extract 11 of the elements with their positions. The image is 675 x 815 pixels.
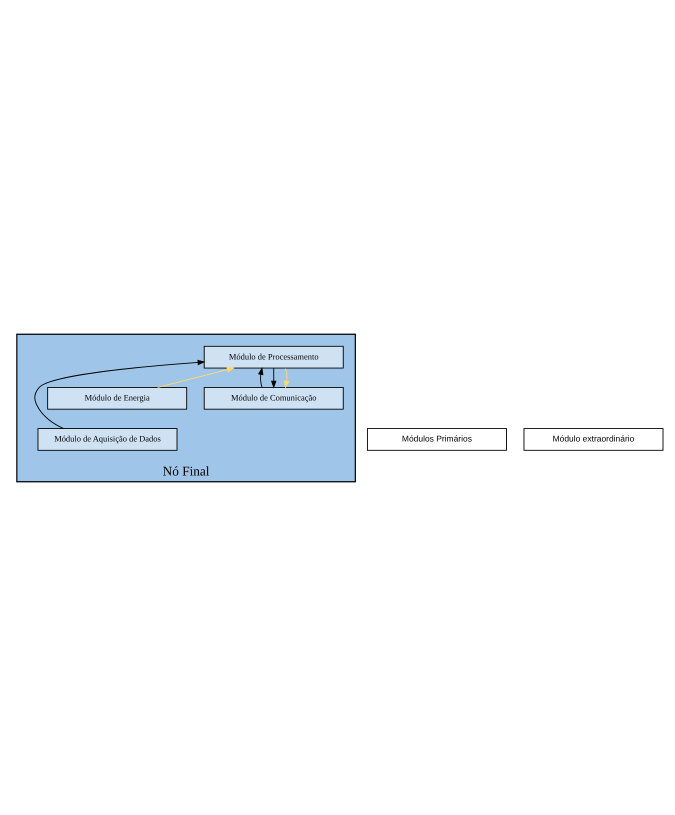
node-box: Módulos Primários (366, 428, 507, 450)
arrow (157, 366, 235, 388)
node-box: Módulo extraordinário (524, 428, 664, 450)
node-box: Módulo de Processamento (204, 345, 344, 368)
node-box: Módulo de Aquisição de Dados (38, 428, 178, 450)
arrow (258, 366, 264, 388)
node-box: Módulo de Energia (47, 386, 188, 410)
arrow (270, 367, 276, 388)
arrow (34, 359, 206, 428)
node-box: Módulo de Comunicação (204, 386, 344, 410)
arrow (284, 367, 290, 388)
